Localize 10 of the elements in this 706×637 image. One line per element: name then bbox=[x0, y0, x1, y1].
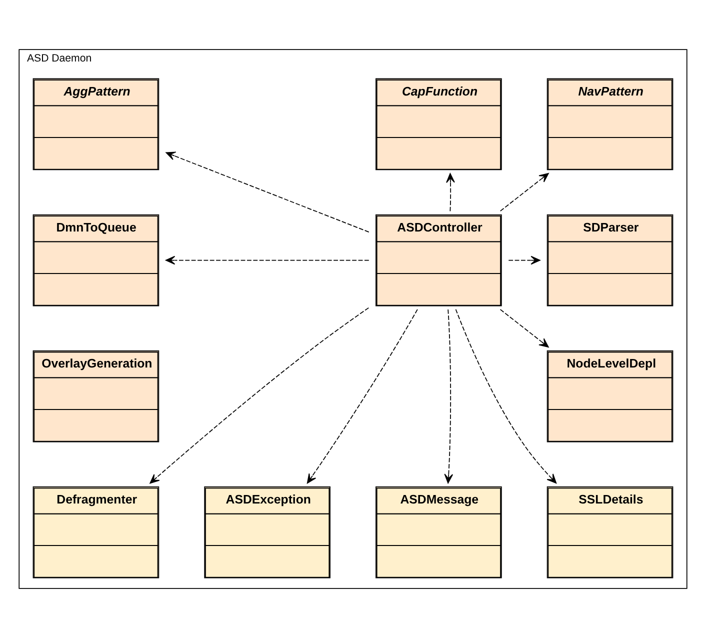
arrow bbox=[165, 255, 370, 264]
arrow bbox=[166, 151, 370, 232]
arrow bbox=[500, 172, 549, 212]
arrow bbox=[444, 308, 454, 484]
arrow bbox=[150, 306, 370, 484]
arrow bbox=[446, 172, 455, 212]
arrow bbox=[500, 308, 549, 348]
arrow bbox=[455, 308, 557, 484]
arrow bbox=[508, 255, 540, 264]
arrow bbox=[306, 308, 418, 484]
